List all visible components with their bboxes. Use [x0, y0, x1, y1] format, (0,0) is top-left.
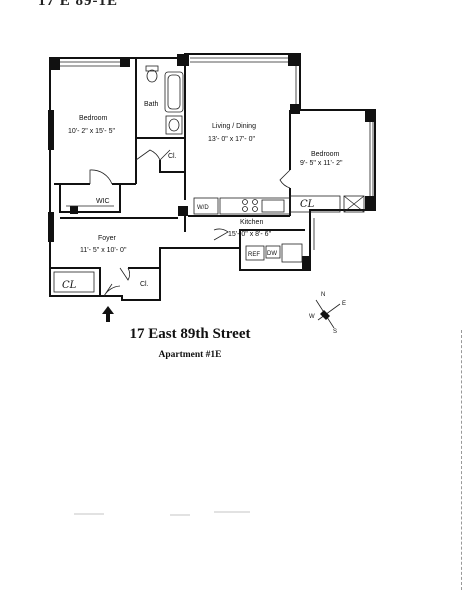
kitchen-dims: 15'- 0" x 8'- 6" — [228, 231, 272, 238]
living-name: Living / Dining — [212, 123, 256, 130]
wall-corner — [288, 54, 300, 66]
door-kitchen — [213, 228, 229, 241]
bedroom2-closet — [289, 195, 341, 213]
door-bath — [135, 149, 161, 161]
toilet — [146, 69, 158, 83]
stove-burner — [242, 199, 248, 205]
bath-name: Bath — [144, 101, 159, 108]
compass-s: S — [333, 329, 337, 335]
compass-icon: N E S W — [309, 292, 346, 335]
wall-corner — [50, 58, 60, 70]
address-title: 17 East 89th Street — [129, 326, 251, 342]
wall-pier — [178, 206, 188, 216]
bedroom1-dims: 10'- 2" x 15'- 5" — [68, 128, 115, 135]
bedroom2-name: Bedroom — [311, 151, 340, 158]
compass-w: W — [309, 314, 315, 320]
wall-pier — [70, 206, 78, 214]
closet-entry-name: Cl. — [140, 281, 149, 288]
entry-closet — [53, 271, 95, 293]
wall-pier — [120, 57, 130, 67]
door-entry — [103, 283, 121, 297]
counter-sink — [281, 243, 303, 263]
entry-arrow-icon — [102, 306, 114, 322]
foyer-name: Foyer — [98, 235, 117, 242]
wd-label: W/D — [197, 205, 209, 211]
wall-corner — [365, 196, 375, 210]
stove-burner — [252, 206, 258, 212]
door-bedroom1 — [89, 169, 113, 185]
interior-walls — [50, 58, 305, 296]
refrigerator — [245, 245, 265, 261]
wic-name: WIC — [96, 198, 110, 205]
page-edge-line — [460, 330, 462, 590]
washer-dryer — [193, 197, 219, 215]
doors — [89, 149, 291, 297]
door-closet — [159, 149, 171, 161]
kitchen-name: Kitchen — [240, 219, 263, 226]
compass-e: E — [342, 301, 346, 307]
scan-marks — [74, 511, 250, 516]
header-code: 17 E 89-1E — [38, 0, 119, 9]
door-bedroom2 — [279, 169, 291, 189]
fixtures: W/D REF DW — [53, 65, 365, 293]
room-labels: Bedroom 10'- 2" x 15'- 5" Bath Living / … — [62, 101, 343, 291]
wall-pier — [302, 256, 310, 270]
kitchen-sink — [261, 199, 285, 213]
wall-pier — [48, 212, 54, 242]
wall-pier — [48, 110, 54, 150]
dishwasher — [265, 245, 281, 259]
wall-pier — [290, 104, 300, 114]
outer-walls — [48, 53, 376, 301]
door-closet-entry — [119, 267, 130, 281]
windows — [60, 57, 374, 250]
stove-burner — [252, 199, 258, 205]
closet-bath-name: Cl. — [168, 153, 177, 160]
foyer-dims: 11'- 5" x 10'- 0" — [80, 247, 127, 254]
dw-label: DW — [267, 251, 277, 257]
apartment-number: Apartment #1E — [158, 350, 222, 360]
living-dims: 13'- 0" x 17'- 0" — [208, 136, 255, 143]
wall-pier — [177, 54, 189, 66]
ref-label: REF — [248, 252, 260, 258]
handwritten-cl-bedroom: CL — [300, 199, 315, 210]
bedroom1-name: Bedroom — [79, 115, 108, 122]
bedroom2-dims: 9'- 5" x 11'- 2" — [300, 160, 343, 167]
bathtub — [164, 71, 184, 113]
wall-corner — [365, 110, 375, 122]
handwritten-cl-entry: CL — [62, 280, 77, 291]
stove-burner — [242, 206, 248, 212]
bath-sink — [165, 115, 183, 135]
compass-n: N — [321, 292, 325, 298]
bedroom2-cabinet — [343, 195, 365, 213]
